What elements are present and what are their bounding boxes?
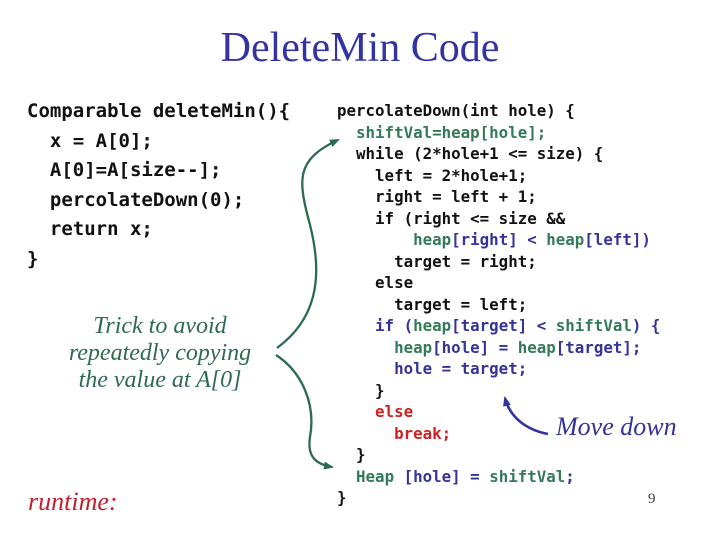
code-line: Heap [hole] = shiftVal;	[356, 466, 575, 486]
percolatedown-code-block: percolateDown(int hole) { shiftVal=heap[…	[337, 100, 660, 509]
code-line: }	[337, 488, 347, 507]
code-line: if (heap[target] < shiftVal) {	[337, 316, 661, 335]
code-line: while (2*hole+1 <= size) {	[337, 144, 604, 163]
code-line: percolateDown(0);	[27, 188, 245, 211]
code-line: return x;	[27, 218, 153, 241]
code-line: left = 2*hole+1;	[337, 165, 528, 185]
trick-note-line1: Trick to avoid	[93, 313, 227, 339]
code-line: else	[337, 402, 414, 421]
page-number: 9	[648, 491, 656, 507]
deletemin-code-block: Comparable deleteMin(){ x = A[0]; A[0]=A…	[27, 97, 290, 275]
code-line: }	[337, 445, 366, 464]
code-line: percolateDown(int hole) {	[337, 101, 575, 120]
code-line: right = left + 1;	[337, 187, 537, 206]
code-line: target = right;	[337, 251, 537, 271]
code-line: shiftVal=heap[hole];	[337, 122, 547, 142]
trick-note: Trick to avoid repeatedly copying the va…	[40, 313, 280, 394]
code-line: else	[337, 273, 414, 292]
code-line: break;	[337, 423, 452, 443]
code-line: x = A[0];	[27, 129, 153, 152]
code-line: heap[right] < heap[left])	[413, 230, 651, 249]
arrow-trick-to-heap-assign-icon	[275, 354, 334, 470]
move-down-label: Move down	[556, 412, 677, 441]
runtime-label: runtime:	[28, 487, 118, 516]
code-line: }	[27, 247, 39, 270]
code-line: }	[337, 380, 385, 400]
code-line: Comparable deleteMin(){	[27, 100, 291, 122]
slide-title: DeleteMin Code	[220, 25, 500, 71]
trick-note-line2: repeatedly copying	[68, 340, 252, 366]
code-line: hole = target;	[337, 359, 528, 378]
code-line: A[0]=A[size--];	[27, 159, 222, 182]
trick-note-line3: the value at A[0]	[78, 367, 242, 393]
code-line: heap[hole] = heap[target];	[394, 337, 642, 357]
code-line: if (right <= size &&	[337, 208, 566, 228]
code-line: target = left;	[337, 294, 528, 314]
